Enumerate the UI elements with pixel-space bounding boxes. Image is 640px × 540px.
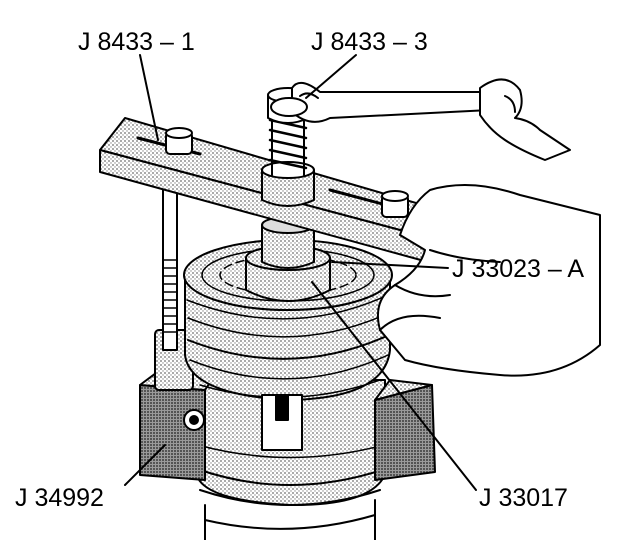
hands xyxy=(376,78,601,377)
label-j34992: J 34992 xyxy=(15,484,104,512)
leader-lines xyxy=(124,54,477,491)
holding-fixture xyxy=(139,329,436,481)
leader-j34992 xyxy=(124,444,166,486)
label-j8433-1: J 8433 – 1 xyxy=(78,28,195,56)
leader-j8433-1 xyxy=(139,54,159,141)
label-j33017: J 33017 xyxy=(479,484,568,512)
leader-j8433-3 xyxy=(305,54,357,99)
label-j33023-a: J 33023 – A xyxy=(452,255,585,283)
leader-j33023-a xyxy=(331,261,449,269)
threaded-leg xyxy=(162,184,178,351)
wrench xyxy=(270,81,491,123)
leader-j33017 xyxy=(311,281,477,491)
label-j8433-3: J 8433 – 3 xyxy=(311,28,428,56)
clutch-pulley xyxy=(183,239,393,451)
